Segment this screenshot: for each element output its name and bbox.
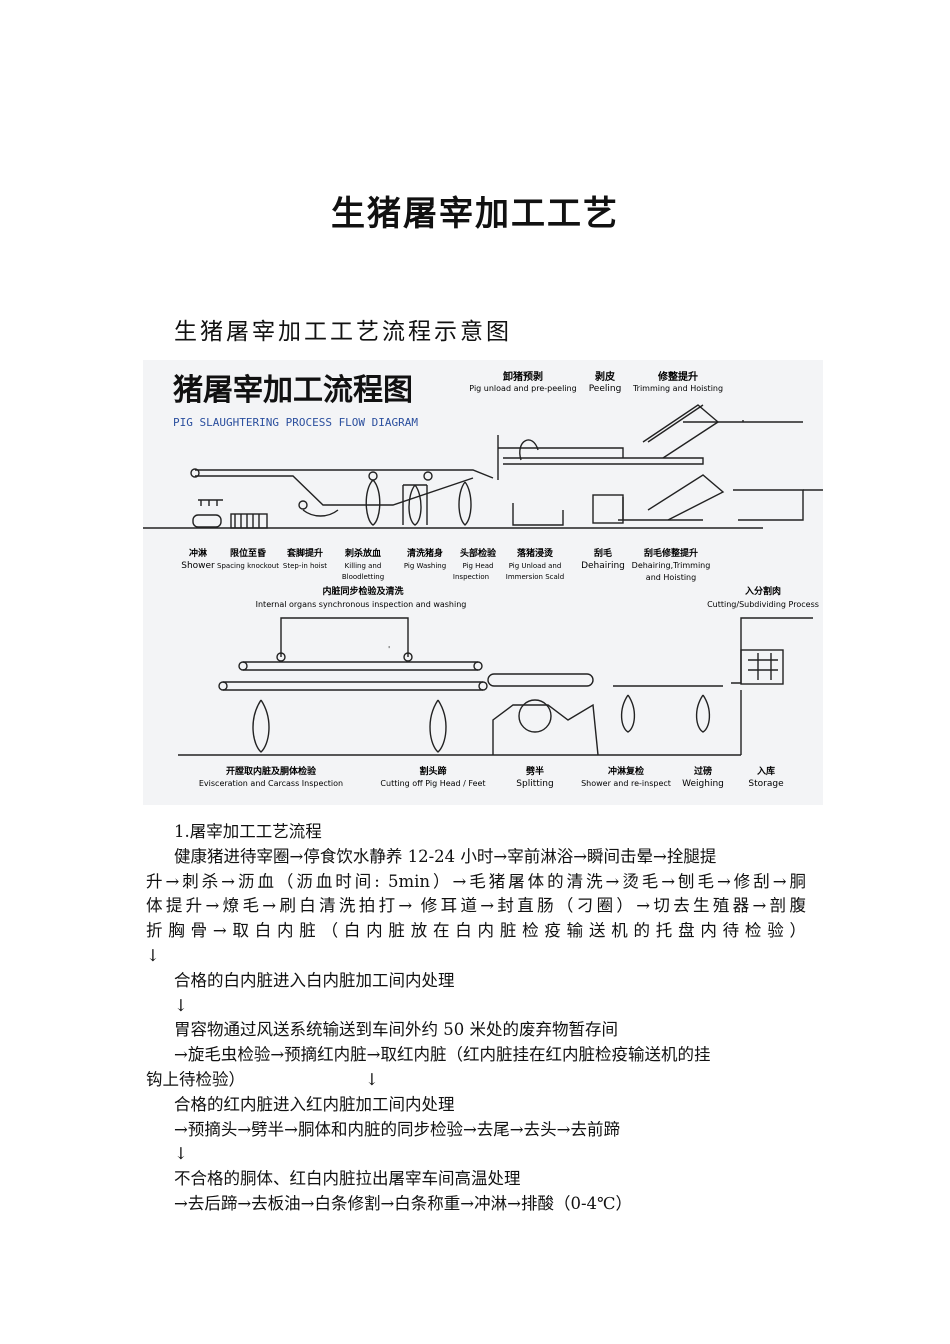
row1-en-8: Dehairing <box>581 561 625 571</box>
row2-cn-5: 过磅 <box>694 765 712 777</box>
process-text: 1.屠宰加工工艺流程 健康猪进待宰圈→停食饮水静养 12-24 小时→宰前淋浴→… <box>146 820 806 1217</box>
row2-en-1: Evisceration and Carcass Inspection <box>199 779 343 788</box>
down-arrow: ↓ <box>365 1069 379 1089</box>
body-line: 不合格的胴体、红白内脏拉出屠宰车间高温处理 <box>174 1169 521 1189</box>
down-arrow: ↓ <box>146 945 160 965</box>
down-arrow: ↓ <box>174 995 188 1015</box>
top-label-cn-1: 卸猪预剥 <box>503 370 543 383</box>
row2-en-5: Weighing <box>682 779 724 789</box>
row1-en-5: Pig Washing <box>404 562 446 570</box>
body-line: 体提升→燎毛→刷白清洗拍打→ 修耳道→封直肠（刁圈）→切去生殖器→剖腹 <box>146 896 806 916</box>
diagram-title-en: PIG SLAUGHTERING PROCESS FLOW DIAGRAM <box>173 416 418 429</box>
row1-en-9: Dehairing,Trimming <box>632 561 711 570</box>
row1-en2-6: Inspection <box>453 573 489 581</box>
row1-en-4: Killing and <box>345 562 382 570</box>
row2-en-4: Shower and re-inspect <box>581 779 671 788</box>
row1-cn-5: 清洗猪身 <box>407 547 443 559</box>
row1-cn-3: 套脚提升 <box>287 547 323 559</box>
body-line: →预摘头→劈半→胴体和内脏的同步检验→去尾→去头→去前蹄 <box>174 1119 620 1139</box>
internal-en: Internal organs synchronous inspection a… <box>256 600 467 609</box>
body-line: 钩上待检验） ↓ <box>146 1068 806 1093</box>
document-title: 生猪屠宰加工工艺 <box>331 194 619 234</box>
cutting-cn: 入分割肉 <box>744 585 781 597</box>
row1-en2-9: and Hoisting <box>646 573 696 582</box>
body-line: 合格的白内脏进入白内脏加工间内处理 <box>174 970 455 990</box>
row2-cn-4: 冲淋复检 <box>608 765 644 777</box>
row2-cn-6: 入库 <box>756 765 775 777</box>
row2-en-2: Cutting off Pig Head / Feet <box>380 779 485 788</box>
internal-cn: 内脏同步检验及清洗 <box>322 585 403 597</box>
row1-cn-4: 刺杀放血 <box>344 547 381 559</box>
row1-en-1: Shower <box>181 561 215 571</box>
cutting-en: Cutting/Subdividing Process <box>707 600 819 609</box>
row1-en-2: Spacing knockout <box>217 562 279 570</box>
body-line: 合格的红内脏进入红内脏加工间内处理 <box>174 1094 455 1114</box>
top-label-en-1: Pig unload and pre-peeling <box>469 384 576 393</box>
body-line: 升→刺杀→沥血（沥血时间: 5min）→毛猪屠体的清洗→烫毛→刨毛→修刮→胴 <box>146 871 806 891</box>
down-arrow: ↓ <box>174 1144 188 1164</box>
section-heading: 1.屠宰加工工艺流程 <box>174 822 322 841</box>
row2-cn-1: 开膛取内脏及胴体检验 <box>226 765 317 777</box>
row1-en2-4: Bloodletting <box>342 573 384 581</box>
top-label-cn-3: 修整提升 <box>657 370 698 383</box>
row1-cn-2: 限位至昏 <box>230 547 266 559</box>
row1-cn-1: 冲淋 <box>189 547 207 559</box>
row2-en-3: Splitting <box>516 779 553 789</box>
row1-cn-6: 头部检验 <box>460 547 497 559</box>
row2-cn-2: 割头蹄 <box>419 765 446 777</box>
row2-en-6: Storage <box>748 779 784 789</box>
row1-en-3: Step-in hoist <box>283 562 327 570</box>
top-label-en-2: Peeling <box>589 384 622 394</box>
top-label-cn-2: 剥皮 <box>595 370 615 383</box>
row1-en-7: Pig Unload and <box>509 562 562 570</box>
row2-cn-3: 劈半 <box>526 765 544 777</box>
body-line-part: 钩上待检验） <box>146 1069 245 1089</box>
row1-cn-8: 刮毛 <box>594 547 612 559</box>
top-label-en-3: Trimming and Hoisting <box>632 384 723 393</box>
row1-cn-9: 刮毛修整提升 <box>644 547 698 559</box>
row1-en-6: Pig Head <box>463 562 494 570</box>
body-line: 健康猪进待宰圈→停食饮水静养 12-24 小时→宰前淋浴→瞬间击晕→拴腿提 <box>174 846 717 866</box>
row1-en2-7: Immersion Scald <box>506 573 564 581</box>
body-line: 胃容物通过风送系统输送到车间外约 50 米处的废弃物暂存间 <box>174 1020 618 1040</box>
figure-caption: 生猪屠宰加工工艺流程示意图 <box>174 319 512 345</box>
diagram-title-cn: 猪屠宰加工流程图 <box>173 373 413 408</box>
body-line: →去后蹄→去板油→白条修割→白条称重→冲淋→排酸（0-4℃） <box>174 1193 632 1213</box>
row1-cn-7: 落猪浸烫 <box>517 547 554 559</box>
body-line: 折胸骨→取白内脏（白内脏放在白内脏检疫输送机的托盘内待检验） <box>146 921 806 941</box>
process-flow-diagram: 猪屠宰加工流程图 PIG SLAUGHTERING PROCESS FLOW D… <box>143 360 823 805</box>
body-line: →旋毛虫检验→预摘红内脏→取红内脏（红内脏挂在红内脏检疫输送机的挂 <box>174 1045 711 1065</box>
svg-text:': ' <box>388 645 390 654</box>
